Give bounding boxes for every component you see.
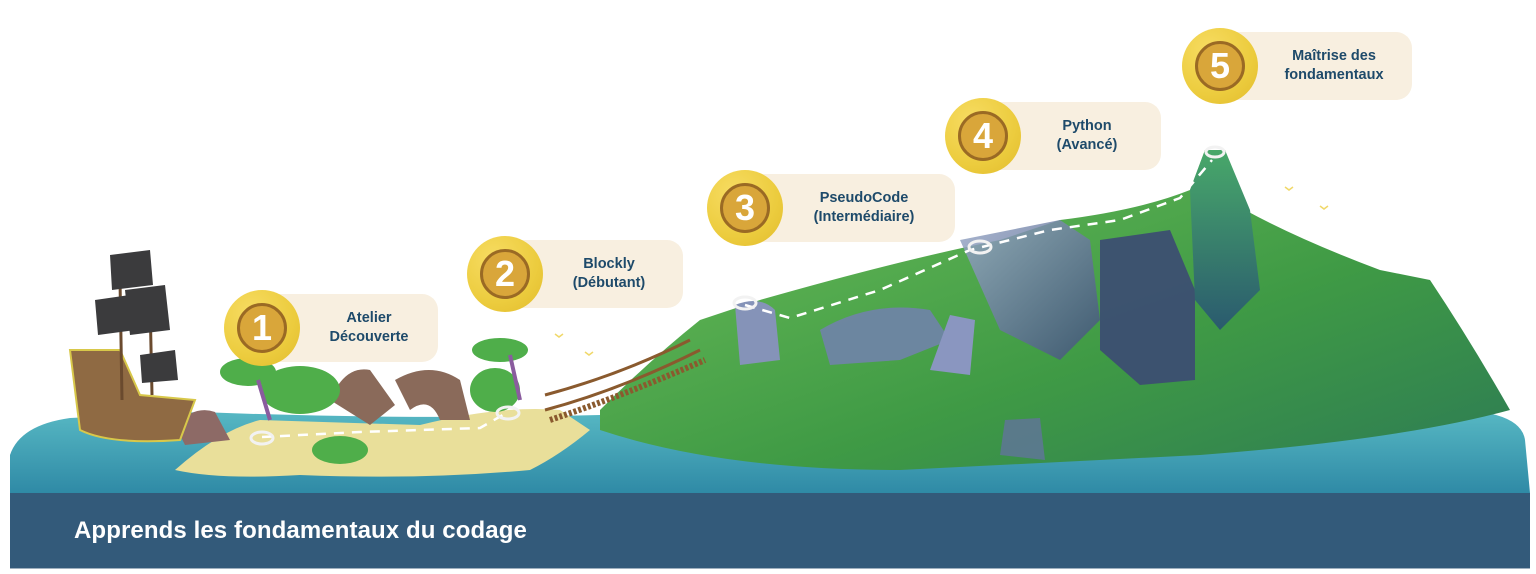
trail — [261, 159, 1213, 439]
coin-badge-icon: 2 — [467, 236, 543, 312]
coin-badge-icon: 5 — [1182, 28, 1258, 104]
coin-badge-icon: 4 — [945, 98, 1021, 174]
step-label: Blockly (Débutant) — [549, 236, 669, 312]
step-subtitle: (Débutant) — [572, 275, 646, 291]
rock-pillar — [1100, 230, 1195, 385]
step-number: 5 — [1195, 41, 1245, 91]
sea-stack — [1000, 418, 1045, 460]
rock-spire — [930, 315, 975, 375]
step-title: Atelier — [346, 310, 392, 326]
step-number: 1 — [237, 303, 287, 353]
step-subtitle: fondamentaux — [1284, 67, 1384, 83]
pirate-ship — [68, 250, 197, 443]
peak — [1190, 150, 1260, 330]
step-label: Atelier Découverte — [304, 290, 434, 366]
banner-title: Apprends les fondamentaux du codage — [74, 517, 527, 544]
rock-boulder — [820, 307, 950, 365]
footer-banner: Apprends les fondamentaux du codage — [10, 493, 1530, 569]
waypoints — [249, 145, 1226, 446]
step-title: Blockly — [583, 256, 635, 272]
step-subtitle: (Avancé) — [1056, 137, 1118, 153]
step-subtitle: (Intermédiaire) — [813, 209, 915, 225]
step-number: 2 — [480, 249, 530, 299]
step-subtitle: Découverte — [329, 329, 409, 345]
palm-trees — [220, 338, 528, 464]
rock-cliff — [960, 220, 1100, 360]
sand-island — [175, 409, 590, 477]
step-title: Maîtrise des — [1292, 48, 1376, 64]
step-title: Python — [1062, 118, 1112, 134]
step-number: 3 — [720, 183, 770, 233]
step-label: PseudoCode (Intermédiaire) — [789, 170, 939, 246]
step-label: Python (Avancé) — [1027, 98, 1147, 174]
coin-badge-icon: 1 — [224, 290, 300, 366]
step-label: Maîtrise des fondamentaux — [1264, 28, 1404, 104]
rocks — [330, 369, 470, 425]
rope-bridge — [544, 338, 707, 423]
birds — [554, 186, 1329, 356]
step-title: PseudoCode — [819, 190, 909, 206]
step-number: 4 — [958, 111, 1008, 161]
coin-badge-icon: 3 — [707, 170, 783, 246]
rock-knob — [735, 301, 780, 365]
